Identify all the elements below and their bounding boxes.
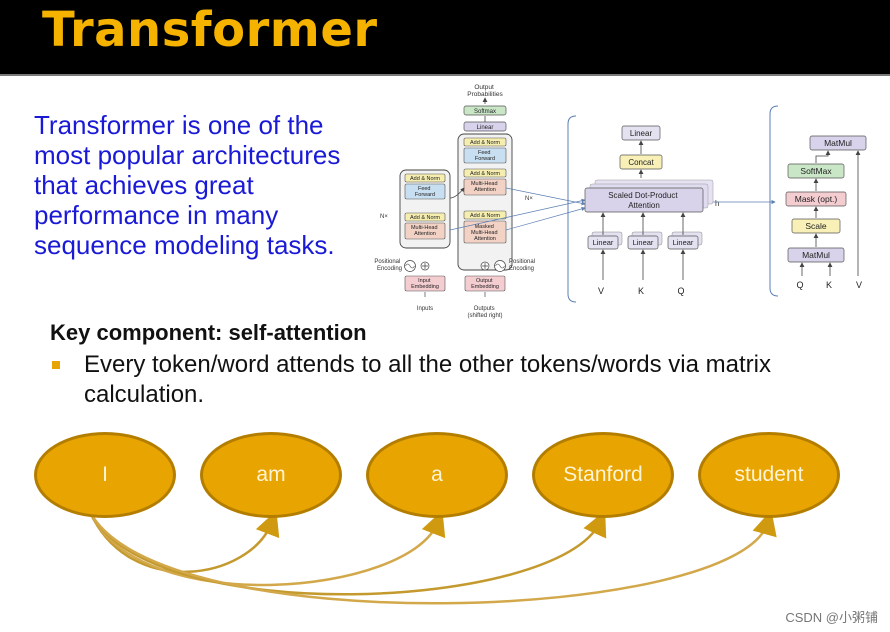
mh-linear-v-label: Linear [593, 238, 614, 247]
sdpa-mask [785, 191, 847, 207]
add-norm-label: Add & Norm [410, 215, 440, 221]
token-a: a [366, 432, 508, 518]
sdpa-softmax-label: SoftMax [800, 166, 832, 176]
mh-linear-row: Linear Linear Linear [587, 231, 703, 250]
add-norm-label: Add & Norm [410, 176, 440, 182]
arrow-i-a [88, 510, 446, 587]
mh-scaled-dot-product [584, 187, 704, 213]
decoder-masked-multi-head [463, 220, 507, 244]
sdpa-scale [791, 218, 841, 234]
encoder-add-norm-top [404, 173, 446, 183]
softmax-label: Softmax [474, 109, 496, 115]
input-embedding-label: Input Embedding [411, 278, 439, 290]
multi-head-label: Multi-Head Attention [471, 181, 499, 193]
key-component-heading: Key component: self-attention [50, 320, 367, 345]
token-am: am [200, 432, 342, 518]
input-embedding [404, 275, 446, 292]
title-bar: Transformer [0, 0, 890, 76]
token-student: student [698, 432, 840, 518]
output-probabilities-label: Output Probabilities [467, 84, 503, 98]
masked-multi-head-label: Masked Multi-Head Attention [471, 224, 499, 242]
sdpa-input-q: Q [796, 280, 803, 290]
linear-block [463, 121, 507, 132]
token-label: Stanford [563, 463, 643, 486]
intro-text: Transformer is one of the most popular a… [34, 110, 341, 260]
mh-concat [619, 154, 663, 170]
decoder-positional-label: Positional Encoding [509, 259, 537, 272]
encoder-add-norm-bottom [404, 212, 446, 222]
multihead-bracket [567, 115, 577, 303]
token-label: I [102, 463, 108, 486]
encoder-positional-label: Positional Encoding [374, 259, 402, 272]
bullet-marker [52, 361, 60, 369]
softmax-block [463, 105, 507, 116]
mh-concat-label: Concat [628, 158, 654, 167]
decoder-add-norm-bottom [463, 210, 507, 220]
arrow-i-student [88, 509, 777, 605]
watermark: CSDN @小粥铺 [785, 610, 878, 625]
multi-head-label: Multi-Head Attention [411, 225, 439, 237]
token-i: I [34, 432, 176, 518]
sdpa-matmul-top [809, 135, 867, 151]
sdpa-scale-label: Scale [805, 221, 827, 231]
token-label: a [431, 463, 443, 486]
mh-linear-top-label: Linear [630, 129, 653, 138]
token-label: am [256, 463, 286, 486]
inputs-label: Inputs [417, 306, 433, 312]
token-label: student [734, 463, 804, 486]
add-norm-label: Add & Norm [470, 140, 500, 146]
mh-input-k: K [638, 286, 644, 296]
arrow-i-am [88, 510, 280, 574]
sdpa-matmul-top-label: MatMul [824, 138, 852, 148]
attention-arrows [88, 509, 777, 605]
mh-input-v: V [598, 286, 604, 296]
sdpa-bracket [769, 105, 779, 297]
transformer-diagram: Output Probabilities Softmax Linear Add … [374, 84, 867, 319]
sdpa-mask-label: Mask (opt.) [795, 194, 838, 204]
mh-linear-top [621, 125, 661, 141]
mh-linear-k-label: Linear [633, 238, 654, 247]
add-norm-label: Add & Norm [470, 171, 500, 177]
feed-forward-label: Feed Forward [475, 150, 495, 162]
mh-sdpa-label: Scaled Dot-Product Attention [608, 191, 680, 210]
add-norm-label: Add & Norm [470, 213, 500, 219]
mh-linear-q-label: Linear [673, 238, 694, 247]
mh-input-q: Q [677, 286, 684, 296]
token-row: I am a Stanford student [0, 410, 890, 632]
outputs-label: Outputs (shifted right) [467, 306, 502, 319]
decoder-add-norm-mid [463, 168, 507, 178]
linear-label: Linear [477, 125, 494, 131]
arrow-i-stanford [88, 510, 607, 596]
slide-title: Transformer [42, 2, 378, 58]
mh-h-label: h [715, 199, 719, 208]
sdpa-input-k: K [826, 280, 832, 290]
token-stanford: Stanford [532, 432, 674, 518]
decoder-add-norm-top [463, 137, 507, 147]
decoder-nx-label: N× [525, 196, 533, 202]
encoder-nx-label: N× [380, 214, 388, 220]
feed-forward-label: Feed Forward [415, 186, 435, 198]
decoder-multi-head [463, 178, 507, 196]
encoder-multi-head [404, 222, 446, 240]
decoder-feed-forward [463, 147, 507, 164]
output-embedding [464, 275, 506, 292]
encoder-feed-forward [404, 183, 446, 200]
sdpa-softmax [787, 163, 845, 179]
output-embedding-label: Output Embedding [471, 278, 499, 290]
attention-curves [88, 509, 777, 605]
bullet-text: Every token/word attends to all the othe… [84, 351, 771, 408]
sdpa-input-v: V [856, 280, 862, 290]
sdpa-matmul-bottom [787, 247, 845, 263]
sdpa-matmul-bottom-label: MatMul [802, 250, 830, 260]
